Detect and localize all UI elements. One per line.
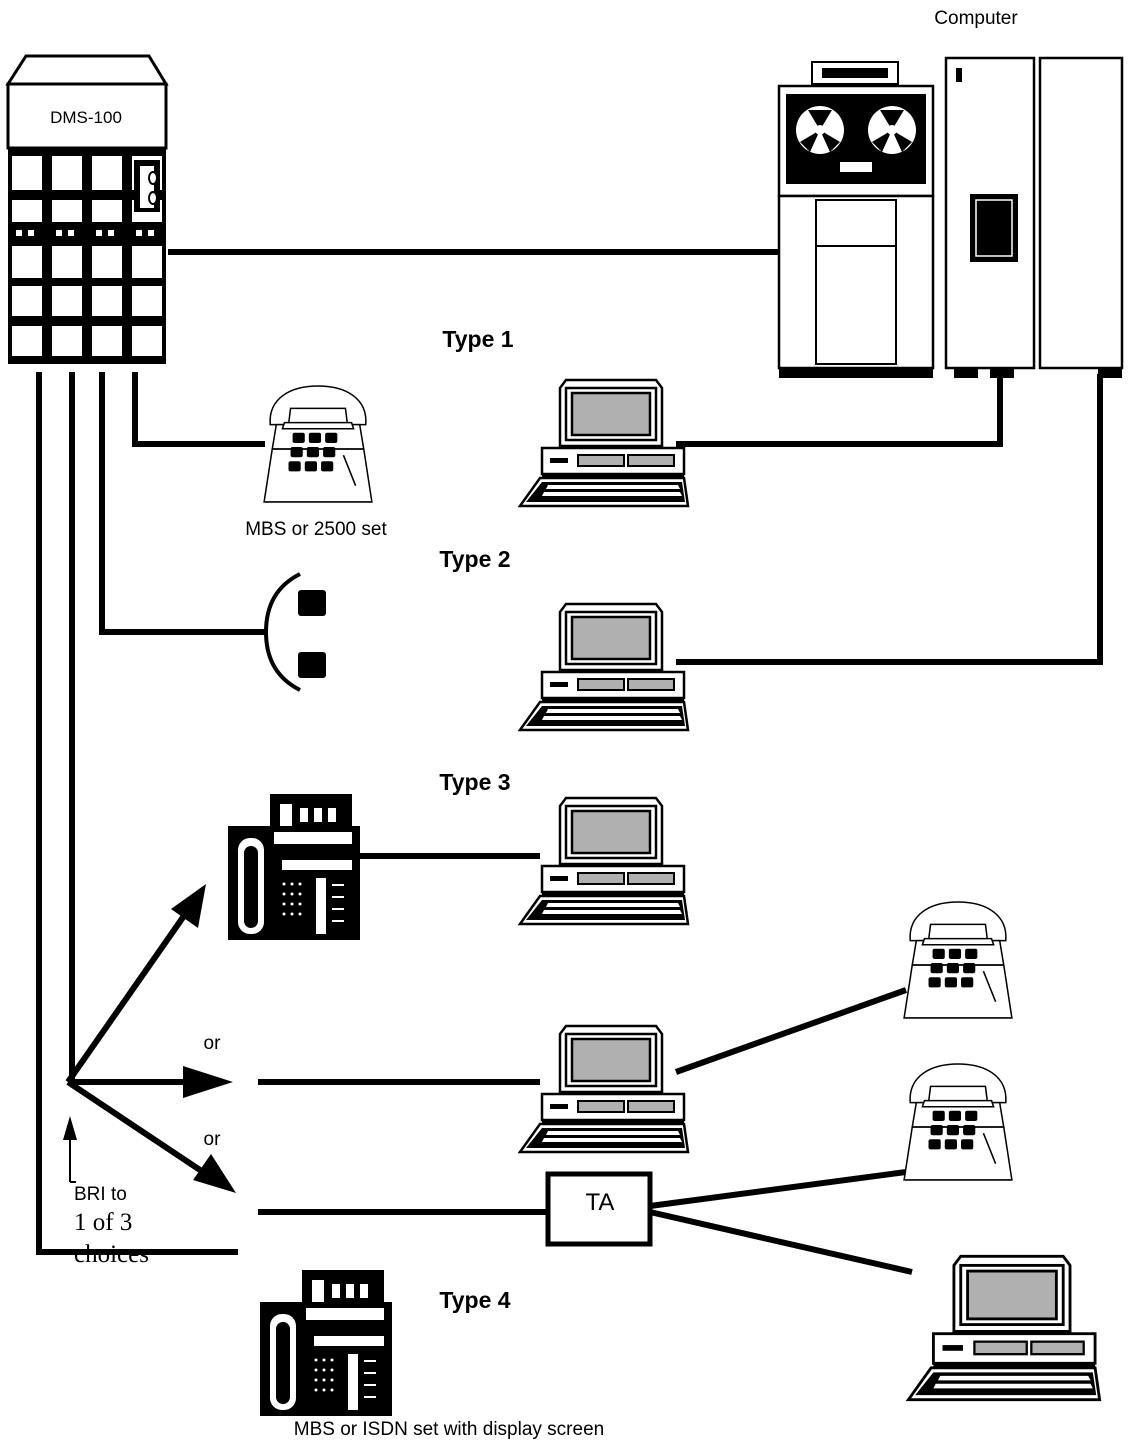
ta-label: TA — [586, 1189, 615, 1216]
bri-pointer-head — [63, 1116, 77, 1140]
computer-terminal-icon — [520, 604, 688, 730]
link-type1-terminal — [676, 374, 1000, 444]
mbs-2500-caption: MBS or 2500 set — [245, 519, 387, 540]
bri-label-line3: choices — [74, 1241, 149, 1268]
link-terminal-phone — [676, 990, 906, 1072]
mbs-isdn-caption: MBS or ISDN set with display screen — [294, 1419, 604, 1440]
mainframe-computer: Computer — [779, 8, 1122, 378]
type4-label: Type 4 — [439, 1287, 510, 1313]
business-set-icon — [260, 1270, 392, 1416]
dms-100-switch: DMS-100 — [8, 56, 166, 364]
type2-label: Type 2 — [439, 546, 510, 572]
computer-terminal-icon — [520, 798, 688, 924]
2500-telephone-icon — [904, 1064, 1012, 1180]
arrow-to-type3 — [68, 913, 186, 1082]
arrowhead-lower — [193, 1154, 236, 1193]
type3-label: Type 3 — [439, 769, 510, 795]
arrowhead-middle — [183, 1066, 233, 1098]
or-label-upper: or — [204, 1033, 222, 1054]
type1-label: Type 1 — [442, 326, 513, 352]
2500-telephone-icon — [264, 386, 372, 502]
link-type1-phone — [135, 372, 265, 444]
terminal-adapter: TA — [548, 1174, 650, 1244]
arrowhead-upper — [171, 884, 206, 928]
bri-label-line2: 1 of 3 — [74, 1209, 132, 1236]
headset-icon — [266, 574, 326, 690]
bri-label-line1: BRI to — [74, 1184, 127, 1205]
computer-terminal-icon — [520, 380, 688, 506]
computer-label: Computer — [934, 8, 1018, 29]
2500-telephone-icon — [904, 902, 1012, 1018]
link-ta-phone — [650, 1172, 906, 1206]
link-type2-headset — [102, 372, 268, 632]
link-type2-terminal — [676, 374, 1100, 662]
link-ta-terminal — [650, 1212, 912, 1272]
business-set-icon — [228, 794, 360, 940]
switch-label: DMS-100 — [50, 108, 122, 127]
or-label-lower: or — [204, 1129, 222, 1150]
computer-terminal-icon — [908, 1256, 1099, 1399]
computer-terminal-icon — [520, 1026, 688, 1152]
arrow-to-ta — [68, 1082, 200, 1170]
